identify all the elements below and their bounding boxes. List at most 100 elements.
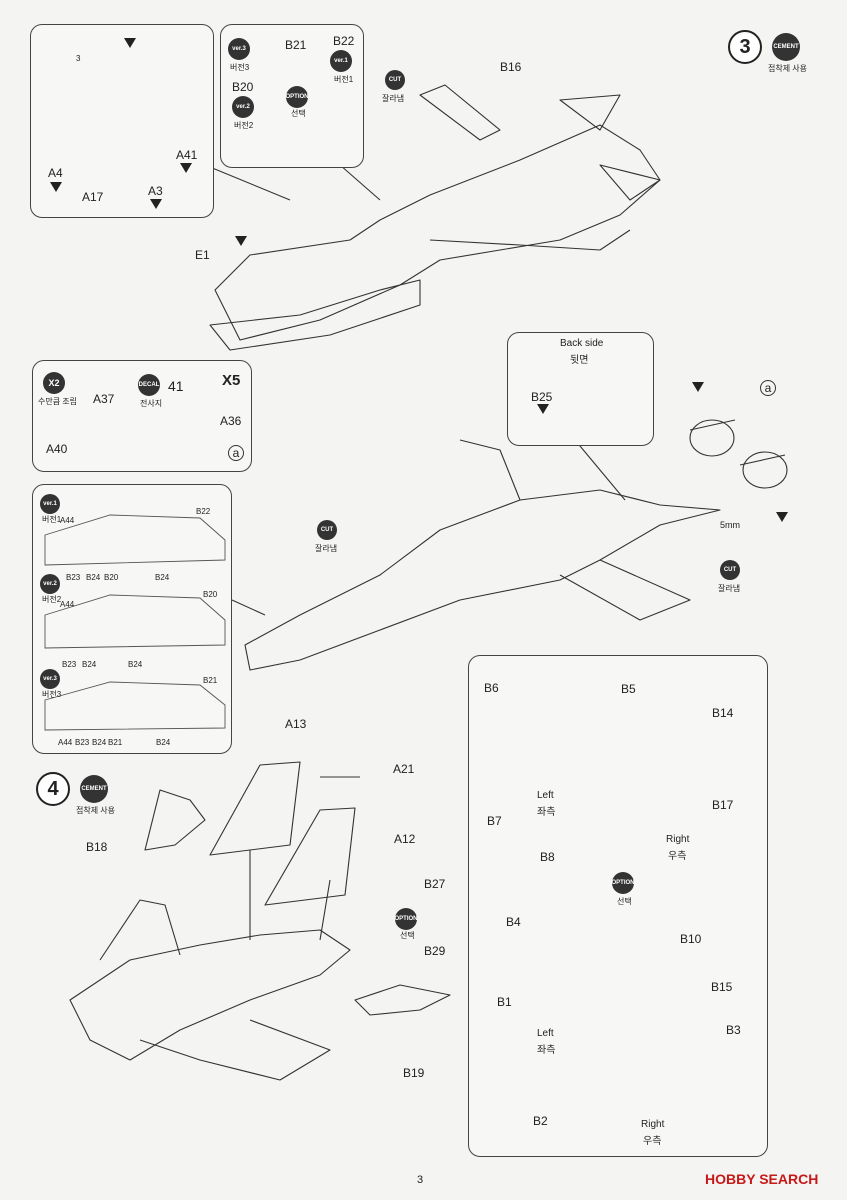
aircraft-fuselage-step3 (214, 124, 661, 341)
decal-number: 41 (168, 378, 184, 394)
option-badge-4: OPTION (395, 908, 418, 930)
cement-badge: CEMENT (772, 33, 800, 61)
callout-number: 3 (76, 54, 81, 63)
v1-label-1: B22 (196, 507, 211, 516)
fin-label-b3: B3 (726, 1023, 741, 1037)
fin-label-b4: B4 (506, 915, 521, 929)
fin-left-en-2: Left (537, 1028, 554, 1039)
cut-text: 잘라냄 (382, 94, 405, 103)
part-label-b21: B21 (285, 38, 307, 52)
fin-label-b15: B15 (711, 980, 733, 994)
ver2-badge: ver.2 (232, 96, 254, 118)
fins-box (468, 655, 768, 1157)
ver1-badge: ver.1 (330, 50, 352, 72)
assembly-ref-a: a (228, 445, 244, 461)
cement-badge-4: CEMENT (80, 775, 108, 803)
ver2-text: 버전2 (234, 121, 254, 130)
part-label-b22: B22 (333, 34, 355, 48)
backside-title-ko: 뒷면 (570, 355, 589, 366)
v1-label-5: B24 (155, 573, 170, 582)
fin-right-en: Right (666, 834, 690, 845)
option-text-fins: 선택 (617, 897, 632, 906)
option-badge-fins: OPTION (612, 872, 635, 894)
watermark-logo: HOBBY SEARCH (705, 1171, 819, 1187)
v1-badge: ver.1 (40, 494, 60, 514)
v3-label-3: B24 (92, 738, 107, 747)
fin-b18 (144, 789, 206, 851)
fin-right-ko-2: 우측 (643, 1136, 662, 1147)
part-label-b18: B18 (86, 840, 108, 854)
step-number-3: 3 (728, 30, 762, 64)
part-label-a36: A36 (220, 414, 242, 428)
tail-fin-a13 (209, 761, 301, 856)
cement-text-4: 접착제 사용 (76, 806, 116, 815)
cut-text-engine: 잘라냄 (718, 584, 741, 593)
part-label-b16: B16 (500, 60, 522, 74)
part-label-a41: A41 (176, 148, 198, 162)
callout-triangle (776, 512, 788, 522)
part-label-a21: A21 (393, 762, 415, 776)
fin-label-b6: B6 (484, 681, 499, 695)
aircraft-step4 (69, 929, 351, 1061)
part-label-a40: A40 (46, 442, 68, 456)
v2-label-1: B20 (203, 590, 218, 599)
ver1-text: 버전1 (334, 75, 354, 84)
assembly-ref-a-engine: a (760, 380, 776, 396)
dimension-5mm: 5mm (720, 520, 740, 530)
callout-triangle (692, 382, 704, 392)
v1-label-0: A44 (60, 516, 75, 525)
part-label-a3: A3 (148, 184, 163, 198)
fin-label-b2: B2 (533, 1114, 548, 1128)
fin-label-b1: B1 (497, 995, 512, 1009)
part-label-b29: B29 (424, 944, 446, 958)
x2-text: 수만큼 조립 (38, 397, 78, 406)
callout-triangle (537, 404, 549, 414)
v3-text: 버전3 (42, 690, 62, 699)
v2-label-2: B23 (62, 660, 77, 669)
v2-text: 버전2 (42, 595, 62, 604)
v2-badge: ver.2 (40, 574, 60, 594)
callout-triangle (150, 199, 162, 209)
nozzle-2 (742, 451, 788, 489)
decal-text: 전사지 (140, 399, 163, 408)
ver3-badge: ver.3 (228, 38, 250, 60)
decal-badge: DECAL (138, 374, 160, 396)
step-number-4: 4 (36, 772, 70, 806)
aircraft-fuselage-step-middle (244, 489, 721, 671)
v1-text: 버전1 (42, 515, 62, 524)
v1-label-3: B24 (86, 573, 101, 582)
v2-label-0: A44 (60, 600, 75, 609)
part-label-a13: A13 (285, 717, 307, 731)
v3-label-2: B23 (75, 738, 90, 747)
v3-label-1: A44 (58, 738, 73, 747)
cut-badge-engine: CUT (720, 560, 740, 580)
fin-label-b10: B10 (680, 932, 702, 946)
cut-text-mid: 잘라냄 (315, 544, 338, 553)
fin-right-en-2: Right (641, 1119, 665, 1130)
part-label-b27: B27 (424, 877, 446, 891)
part-label-b20: B20 (232, 80, 254, 94)
cement-text: 접착제 사용 (768, 64, 808, 73)
airbrake-b19 (354, 984, 451, 1016)
v3-label-4: B21 (108, 738, 123, 747)
fin-label-b17: B17 (712, 798, 734, 812)
ver3-text: 버전3 (230, 63, 250, 72)
part-label-a37: A37 (93, 392, 115, 406)
v3-label-5: B24 (156, 738, 171, 747)
nozzle-1 (689, 419, 735, 457)
fin-label-b14: B14 (712, 706, 734, 720)
option-badge: OPTION (286, 86, 309, 108)
part-label-a12: A12 (394, 832, 416, 846)
v3-badge: ver.3 (40, 669, 60, 689)
part-label-e1: E1 (195, 248, 210, 262)
cut-badge-mid: CUT (317, 520, 337, 540)
fin-label-b7: B7 (487, 814, 502, 828)
page-number: 3 (417, 1174, 424, 1186)
callout-triangle (124, 38, 136, 48)
fin-left-ko: 좌측 (537, 807, 556, 818)
part-label-a17: A17 (82, 190, 104, 204)
option-text-4: 선택 (400, 931, 415, 940)
tail-fin-a12 (264, 807, 356, 906)
v2-label-3: B24 (82, 660, 97, 669)
fin-label-b5: B5 (621, 682, 636, 696)
